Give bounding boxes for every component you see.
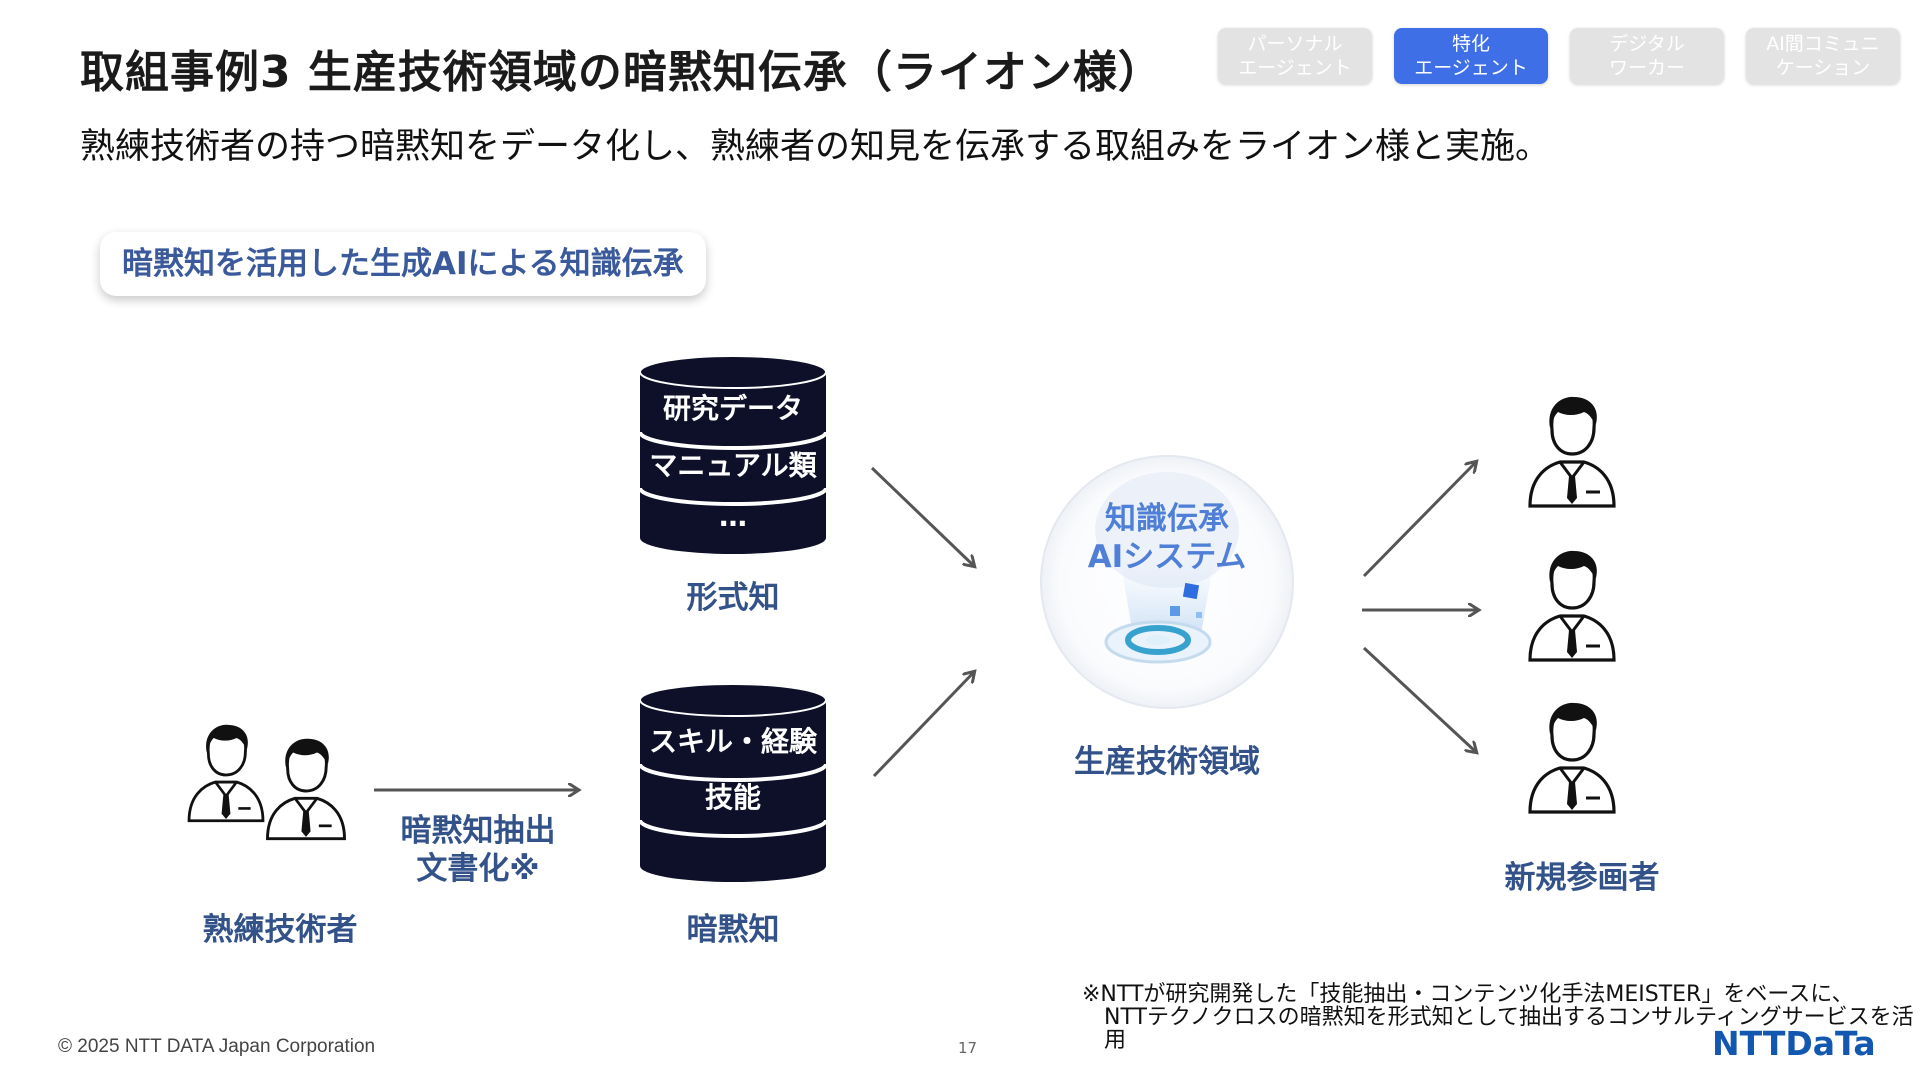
db-item-research-data: 研究データ bbox=[662, 392, 803, 425]
tacit-knowledge-label: 暗黙知 bbox=[686, 912, 780, 948]
ai-system-title: 知識伝承 AIシステム bbox=[1067, 500, 1267, 576]
newcomer-person-icon-2 bbox=[1528, 549, 1616, 662]
expert-person-icon-1 bbox=[187, 723, 265, 823]
ai-system-title-line2: AIシステム bbox=[1087, 539, 1247, 575]
newcomer-person-icon-3 bbox=[1528, 701, 1616, 814]
ai-system-title-line1: 知識伝承 bbox=[1105, 501, 1229, 537]
footnote-line1: ※NTTが研究開発した「技能抽出・コンテンツ化手法MEISTER」をベースに、 bbox=[1082, 982, 1854, 1007]
tab-label-line1: AI間コミュニ bbox=[1766, 33, 1880, 55]
arrow-system-to-newcomer-3 bbox=[1362, 646, 1476, 752]
newcomers-label: 新規参画者 bbox=[1504, 860, 1660, 896]
tab-label-line1: パーソナル bbox=[1247, 33, 1343, 55]
section-badge: 暗黙知を活用した生成AIによる知識伝承 bbox=[100, 232, 706, 296]
explicit-knowledge-db-icon bbox=[638, 355, 828, 554]
footnote: ※NTTが研究開発した「技能抽出・コンテンツ化手法MEISTER」をベースに、 … bbox=[1082, 983, 1920, 1052]
tab-digital-worker[interactable]: デジタル ワーカー bbox=[1570, 28, 1724, 84]
ntt-data-logo: NTTDaTa bbox=[1712, 1024, 1876, 1063]
arrow-system-to-newcomer-1 bbox=[1362, 462, 1476, 578]
db-item-skills-experience: スキル・経験 bbox=[648, 725, 817, 758]
tab-label-line2: ワーカー bbox=[1608, 57, 1685, 79]
extract-label-line1: 暗黙知抽出 bbox=[400, 813, 556, 849]
page-title: 取組事例3 生産技術領域の暗黙知伝承（ライオン様） bbox=[80, 47, 1163, 98]
tab-label-line1: 特化 bbox=[1451, 33, 1490, 55]
tab-specialized-agent[interactable]: 特化 エージェント bbox=[1394, 28, 1548, 84]
footnote-line2: NTTテクノクロスの暗黙知を形式知として抽出するコンサルティングサービスを活用 bbox=[1104, 1005, 1914, 1053]
expert-person-icon-2 bbox=[266, 737, 346, 841]
domain-label: 生産技術領域 bbox=[1074, 744, 1260, 780]
copyright: © 2025 NTT DATA Japan Corporation bbox=[58, 1036, 376, 1057]
experts-label: 熟練技術者 bbox=[202, 912, 358, 948]
arrow-tacit-to-system bbox=[872, 672, 974, 778]
extract-label: 暗黙知抽出 文書化※ bbox=[370, 812, 586, 888]
extract-label-line2: 文書化※ bbox=[416, 851, 540, 887]
tab-ai-communication[interactable]: AI間コミュニ ケーション bbox=[1746, 28, 1900, 84]
tab-label-line2: エージェント bbox=[1414, 57, 1528, 79]
newcomer-person-icon-1 bbox=[1528, 395, 1616, 508]
page-number: 17 bbox=[958, 1039, 978, 1057]
tab-label-line2: ケーション bbox=[1775, 57, 1871, 79]
arrow-explicit-to-system bbox=[870, 466, 974, 566]
category-tabs: パーソナル エージェント 特化 エージェント デジタル ワーカー AI間コミュニ… bbox=[1218, 28, 1902, 86]
db-item-techniques: 技能 bbox=[704, 781, 761, 814]
page-subtitle: 熟練技術者の持つ暗黙知をデータ化し、熟練者の知見を伝承する取組みをライオン様と実… bbox=[80, 127, 1551, 167]
tacit-knowledge-db-icon bbox=[638, 683, 828, 882]
ai-system-icon bbox=[1040, 455, 1294, 709]
explicit-knowledge-label: 形式知 bbox=[686, 580, 780, 616]
tab-label-line1: デジタル bbox=[1609, 33, 1685, 55]
db-item-manuals: マニュアル類 bbox=[649, 449, 817, 482]
db-item-ellipsis: … bbox=[719, 500, 747, 533]
tab-personal-agent[interactable]: パーソナル エージェント bbox=[1218, 28, 1372, 84]
tab-label-line2: エージェント bbox=[1238, 57, 1352, 79]
